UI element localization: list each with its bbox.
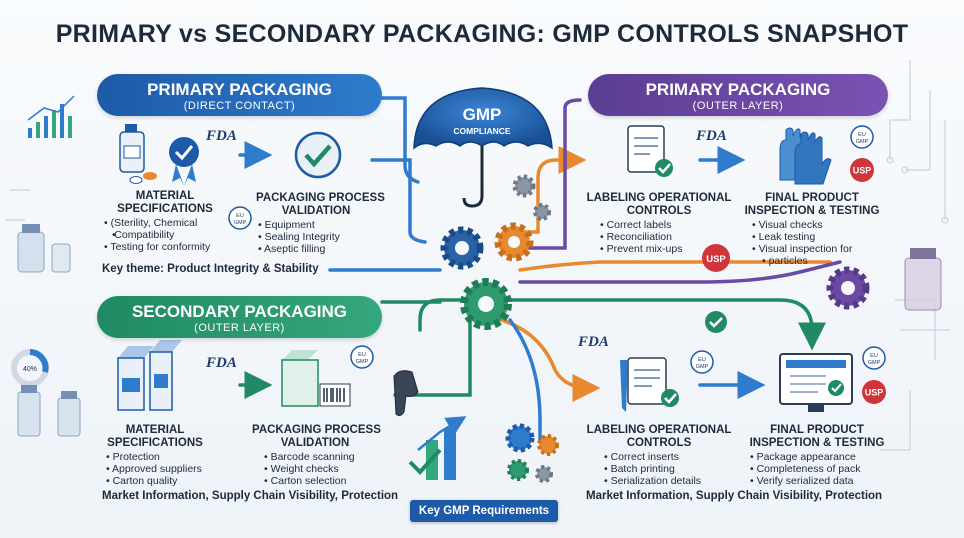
secondary-process-validation-list: Barcode scanning Weight checks Carton se…: [264, 451, 355, 487]
bar-chart-icon: [27, 95, 75, 138]
svg-text:EU: EU: [358, 352, 366, 358]
connector-purple-top: [523, 98, 582, 250]
umbrella-subtitle: COMPLIANCE: [453, 126, 510, 136]
monitor-check-icon: [779, 353, 853, 412]
primary-right-title: PRIMARY PACKAGING: [645, 80, 831, 99]
bottles-icon: [17, 224, 942, 437]
fda-logo-secondary: FDA: [205, 355, 237, 371]
key-theme: Key theme: Product Integrity & Stability: [102, 263, 319, 275]
primary-left-subtitle: (DIRECT CONTACT): [183, 100, 296, 112]
svg-text:EU: EU: [698, 357, 706, 363]
primary-left-title: PRIMARY PACKAGING: [147, 80, 332, 99]
eu-gmp-badge-right: EU GMP: [850, 125, 874, 149]
svg-text:GMP: GMP: [856, 139, 869, 145]
svg-text:USP: USP: [853, 166, 872, 176]
umbrella-title: GMP: [463, 105, 502, 124]
primary-right-subtitle: (OUTER LAYER): [692, 100, 784, 112]
svg-text:GMP: GMP: [868, 360, 881, 366]
final-inspection-list: Visual checks Leak testing Visual inspec…: [752, 219, 853, 267]
key-gmp-requirements-banner: Key GMP Requirements: [410, 500, 558, 522]
fda-logo: FDA: [205, 128, 237, 144]
svg-text:USP: USP: [706, 254, 726, 265]
barcode-box-icon: [281, 350, 351, 407]
primary-left-banner: PRIMARY PACKAGING (DIRECT CONTACT): [97, 74, 382, 116]
growth-chart-icon: [408, 416, 467, 480]
eu-gmp-badge-secondary: EU GMP: [350, 345, 374, 369]
eu-gmp-badge-secondary-right: EU GMP: [690, 350, 714, 374]
usp-badge-secondary-right: EU GMP USP: [862, 346, 886, 404]
svg-text:GMP: GMP: [356, 359, 369, 365]
barcode-scanner-icon: [393, 370, 419, 417]
cartons-icon: [117, 340, 182, 411]
secondary-labeling-controls-list: Correct inserts Batch printing Serializa…: [604, 451, 701, 487]
labeling-controls-list: Correct labels Reconciliation Prevent mi…: [600, 219, 683, 255]
document-check-icon: [627, 125, 673, 177]
connector-green-bottom: [393, 318, 472, 397]
process-validation-list: Equipment Sealing Integrity Aseptic fill…: [258, 219, 340, 255]
connector-green-mid: [508, 298, 826, 351]
secondary-left-footer: Market Information, Supply Chain Visibil…: [102, 490, 399, 502]
quality-badge-icon: [169, 137, 199, 186]
pie-chart-icon: [11, 349, 49, 387]
gear-icon: [440, 174, 870, 483]
umbrella-icon: [413, 87, 553, 208]
material-spec-list: (Sterility, Chemical •Compatibility Test…: [104, 217, 210, 253]
connector-green-left: [418, 298, 482, 332]
medicine-bottle-icon: [119, 124, 157, 184]
svg-text:EU: EU: [236, 213, 244, 219]
svg-text:EU: EU: [870, 353, 878, 359]
checkmark-shield-icon: [294, 131, 342, 179]
svg-text:GMP: GMP: [696, 364, 709, 370]
pct-label: 40%: [23, 366, 37, 373]
check-circle-icon: [705, 311, 727, 333]
gloves-icon: [779, 127, 832, 185]
secondary-material-spec-list: Protection Approved suppliers Carton qua…: [106, 451, 202, 487]
connector-blue-bottom: [508, 318, 542, 442]
usp-badge-right: USP: [850, 158, 874, 182]
svg-text:USP: USP: [865, 388, 884, 398]
primary-right-banner: PRIMARY PACKAGING (OUTER LAYER): [588, 74, 888, 116]
secondary-right-footer: Market Information, Supply Chain Visibil…: [586, 490, 883, 502]
page-title: PRIMARY vs SECONDARY PACKAGING: GMP CONT…: [55, 20, 909, 48]
document-pen-icon: [620, 357, 679, 412]
connector-orange-bottom: [493, 316, 601, 402]
fda-logo-right: FDA: [695, 128, 727, 144]
secondary-left-banner: SECONDARY PACKAGING (OUTER LAYER): [97, 296, 382, 338]
connector-blue-mid: [370, 158, 427, 244]
usp-badge-center: USP: [702, 244, 730, 272]
svg-text:GMP: GMP: [234, 220, 247, 226]
svg-text:EU: EU: [858, 132, 866, 138]
material-spec-list-cont: •Compatibility: [104, 229, 210, 241]
connector-purple-mid: [518, 260, 842, 284]
secondary-final-inspection-list: Package appearance Completeness of pack …: [750, 451, 861, 487]
connector-orange-mid: [518, 260, 832, 272]
eu-gmp-badge: EU GMP: [228, 206, 252, 230]
fda-logo-secondary-right: FDA: [577, 334, 609, 350]
connector-orange-top: [516, 146, 587, 234]
connector-blue-top: [380, 96, 420, 184]
secondary-left-title: SECONDARY PACKAGING: [131, 302, 348, 321]
secondary-left-subtitle: (OUTER LAYER): [194, 322, 285, 334]
